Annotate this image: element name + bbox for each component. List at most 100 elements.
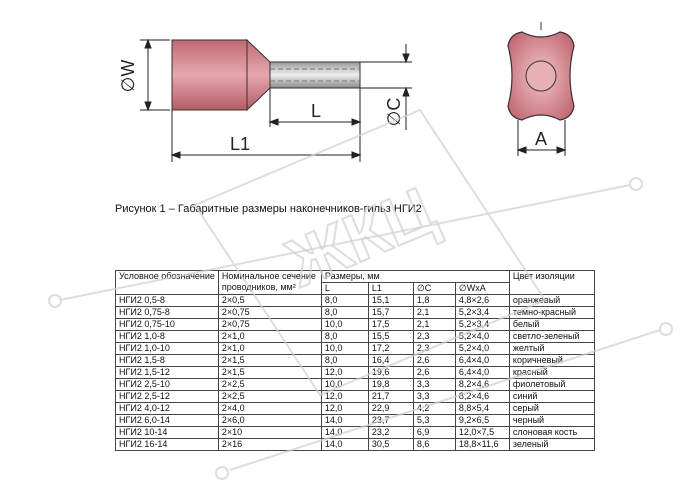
cell-section: 2×1,0 [217, 330, 322, 343]
cell-l: 8,0 [320, 306, 369, 319]
cell-section: 2×16 [217, 438, 322, 451]
cell-designation: НГИ2 6,0-14 [115, 414, 219, 427]
cell-designation: НГИ2 2,5-12 [115, 390, 219, 403]
cell-wxa: 5,2×4,0 [454, 342, 510, 355]
cell-l: 12,0 [320, 366, 369, 379]
cell-l: 12,0 [320, 390, 369, 403]
metal-tube [269, 61, 361, 89]
cell-color: желтый [508, 342, 595, 355]
cell-wxa: 12,0×7,5 [454, 426, 510, 439]
cell-c: 4,2 [412, 402, 456, 415]
cell-l: 8,0 [320, 330, 369, 343]
cell-color: оранжевый [508, 294, 595, 307]
cell-l: 8,0 [320, 354, 369, 367]
header-color: Цвет изоляции [508, 270, 595, 295]
cell-l1: 23,7 [367, 414, 414, 427]
cell-l: 10,0 [320, 342, 369, 355]
label-c: ∅C [384, 98, 404, 127]
cell-c: 2,1 [412, 318, 456, 331]
cell-c: 2,6 [412, 354, 456, 367]
cell-l1: 23,2 [367, 426, 414, 439]
cell-c: 2,3 [412, 330, 456, 343]
cell-color: зеленый [508, 438, 595, 451]
cell-wxa: 4,8×2,6 [454, 294, 510, 307]
cell-color: серый [508, 402, 595, 415]
cell-l1: 17,2 [367, 342, 414, 355]
cell-designation: НГИ2 2,5-10 [115, 378, 219, 391]
cell-c: 1,8 [412, 294, 456, 307]
cell-l1: 19,8 [367, 378, 414, 391]
cell-c: 6,9 [412, 426, 456, 439]
ferrule-drawing: ∅W L L1 ∅C A [118, 22, 575, 162]
cell-color: светло-зеленый [508, 330, 595, 343]
cell-color: синий [508, 390, 595, 403]
cell-section: 2×0,75 [217, 318, 322, 331]
dimension-w [140, 38, 170, 112]
dimension-l1 [170, 110, 362, 162]
cell-c: 3,3 [412, 378, 456, 391]
cell-wxa: 6,4×4,0 [454, 354, 510, 367]
cell-designation: НГИ2 0,5-8 [115, 294, 219, 307]
header-designation: Условное обозначение [115, 270, 219, 295]
cell-l1: 19,6 [367, 366, 414, 379]
label-l1: L1 [230, 134, 250, 154]
header-l: L [320, 282, 369, 295]
cell-section: 2×6,0 [217, 414, 322, 427]
figure-caption: Рисунок 1 – Габаритные размеры наконечни… [115, 203, 422, 215]
cell-color: темно-красный [508, 306, 595, 319]
header-c: ∅C [412, 282, 456, 295]
cell-l: 12,0 [320, 402, 369, 415]
cell-section: 2×0,75 [217, 306, 322, 319]
cell-section: 2×2,5 [217, 378, 322, 391]
cell-designation: НГИ2 10-14 [115, 426, 219, 439]
cell-c: 5,3 [412, 414, 456, 427]
cell-color: слоновая кость [508, 426, 595, 439]
cell-designation: НГИ2 1,0-10 [115, 342, 219, 355]
cell-l1: 21,7 [367, 390, 414, 403]
header-section: Номинальное сечение проводников, мм² [217, 270, 322, 295]
cell-c: 2,1 [412, 306, 456, 319]
cell-l: 8,0 [320, 294, 369, 307]
cell-designation: НГИ2 0,75-10 [115, 318, 219, 331]
cell-c: 2,6 [412, 366, 456, 379]
cell-l1: 15,5 [367, 330, 414, 343]
cell-wxa: 5,2×3,4 [454, 306, 510, 319]
cell-designation: НГИ2 1,0-8 [115, 330, 219, 343]
cell-color: белый [508, 318, 595, 331]
cell-l1: 16,4 [367, 354, 414, 367]
cell-wxa: 8,2×4,6 [454, 390, 510, 403]
ferrule-dimensions-table: Условное обозначение Номинальное сечение… [115, 270, 595, 451]
header-l1: L1 [367, 282, 414, 295]
cell-l1: 15,7 [367, 306, 414, 319]
cell-l: 10,0 [320, 318, 369, 331]
cell-wxa: 8,2×4,6 [454, 378, 510, 391]
cell-wxa: 5,2×4,0 [454, 330, 510, 343]
cell-color: коричневый [508, 354, 595, 367]
insulation-sleeve [171, 38, 271, 112]
cell-l1: 30,5 [367, 438, 414, 451]
label-a: A [535, 129, 547, 149]
cell-c: 3,3 [412, 390, 456, 403]
cell-l1: 22,9 [367, 402, 414, 415]
table-header-row-1: Условное обозначение Номинальное сечение… [115, 270, 595, 295]
header-wxa: ∅WxA [454, 282, 510, 295]
cell-designation: НГИ2 16-14 [115, 438, 219, 451]
cell-l1: 17,5 [367, 318, 414, 331]
cell-wxa: 8,8×5,4 [454, 402, 510, 415]
cell-l1: 15,1 [367, 294, 414, 307]
cell-wxa: 9,2×6,5 [454, 414, 510, 427]
cell-l: 10,0 [320, 378, 369, 391]
cell-section: 2×1,5 [217, 354, 322, 367]
cell-section: 2×10 [217, 426, 322, 439]
cell-l: 14,0 [320, 426, 369, 439]
cell-l: 14,0 [320, 438, 369, 451]
cell-color: красный [508, 366, 595, 379]
